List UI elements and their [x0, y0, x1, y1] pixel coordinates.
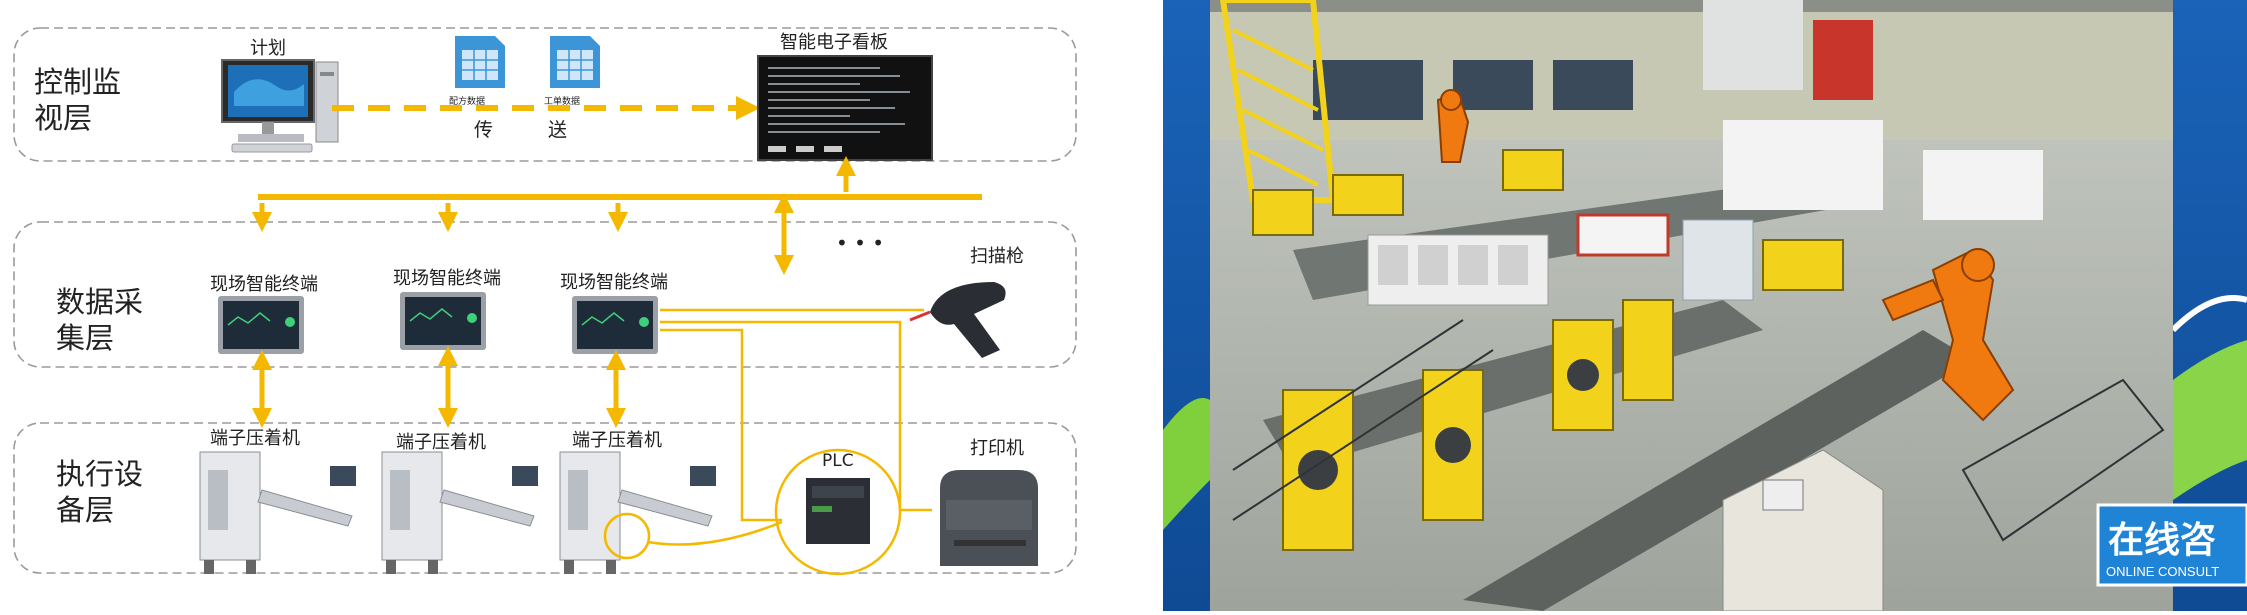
computer-icon: [221, 59, 339, 153]
terminal-to-plc-line: [660, 328, 782, 522]
terminal-icon-1: [218, 296, 304, 354]
control-layer-panel: [13, 27, 1077, 162]
exec-layer-panel: [13, 422, 1077, 574]
data-layer-label-1: 数据采: [56, 285, 143, 319]
plc-icon: [806, 478, 870, 544]
online-consult-badge[interactable]: 在线咨 ONLINE CONSULT: [2096, 503, 2247, 587]
more-ellipsis: • • •: [836, 231, 884, 255]
recipe-data-label: 配方数据: [449, 95, 485, 107]
control-layer-label-2: 视层: [34, 101, 92, 135]
plan-label: 计划: [250, 38, 286, 59]
consult-subtitle: ONLINE CONSULT: [2106, 564, 2219, 579]
crimping-machine-icon-2: [381, 451, 538, 574]
transfer-char-1: 传: [474, 119, 493, 141]
terminal-label-1: 现场智能终端: [210, 274, 318, 295]
exec-layer-label-2: 备层: [56, 493, 114, 527]
machine-label-1: 端子压着机: [210, 428, 300, 449]
data-layer-label-2: 集层: [56, 321, 114, 355]
terminal-label-2: 现场智能终端: [393, 268, 501, 289]
factory-scene: [1210, 0, 2173, 611]
terminal-label-3: 现场智能终端: [560, 272, 668, 293]
scanner-icon: [909, 282, 1006, 358]
transfer-char-2: 送: [548, 119, 567, 141]
terminal-icon-3: [572, 296, 658, 354]
control-layer-label-1: 控制监: [34, 65, 121, 99]
crimping-machine-icon-1: [199, 451, 356, 574]
printer-label: 打印机: [970, 438, 1024, 459]
work-order-document-icon: [550, 36, 600, 88]
factory-photo: 在线咨 ONLINE CONSULT: [1163, 0, 2247, 611]
plc-highlight-circle: [774, 448, 902, 576]
electronic-board-icon: [757, 55, 933, 161]
plc-label: PLC: [822, 451, 854, 471]
machine-label-3: 端子压着机: [572, 430, 662, 451]
printer-icon: [940, 470, 1038, 566]
consult-title: 在线咨: [2108, 520, 2216, 561]
work-order-label: 工单数据: [544, 95, 580, 107]
machine-label-2: 端子压着机: [396, 432, 486, 453]
board-label: 智能电子看板: [780, 32, 888, 53]
terminal-icon-2: [400, 292, 486, 350]
data-layer-panel: [13, 221, 1077, 368]
system-architecture-diagram: 控制监 视层 数据采 集层 执行设 备层 计划 配方数据 工单数据 传 送 智能…: [13, 27, 1077, 576]
scanner-label: 扫描枪: [970, 246, 1024, 267]
recipe-data-document-icon: [455, 36, 505, 88]
machine-highlight-circle: [603, 512, 651, 560]
machine-to-plc-line: [647, 520, 783, 546]
terminal-to-printer-line: [660, 320, 932, 512]
crimping-machine-icon-3: [559, 451, 716, 574]
exec-layer-label-1: 执行设: [56, 457, 143, 491]
